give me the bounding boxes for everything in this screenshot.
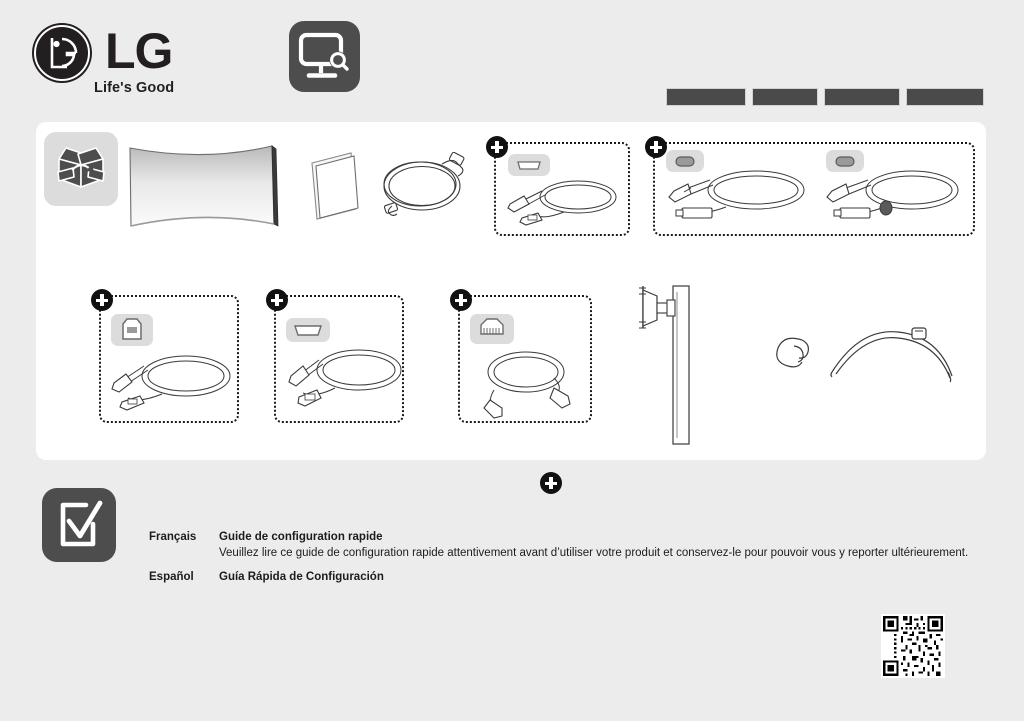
page-header: LG Life's Good [0, 0, 1024, 118]
usb-c-port-icon-a [666, 150, 704, 172]
language-guide-block: Français Guide de configuration rapide V… [149, 531, 989, 587]
usb-c-cable-ferrite-icon-b [824, 166, 974, 232]
cable-holder-clip-icon [768, 330, 820, 376]
hdmi-cable-option-box [494, 142, 630, 236]
language-row-spanish: Español Guía Rápida de Configuración [149, 571, 989, 593]
header-bar-3 [824, 88, 900, 106]
open-box-icon [44, 132, 118, 206]
lan-cable-option-box [458, 295, 592, 423]
stand-side-view-icon [621, 280, 711, 448]
hdmi-port-icon-row2 [286, 318, 330, 342]
guide-title-french: Guide de configuration rapide [219, 531, 383, 543]
language-name-spanish: Español [149, 571, 194, 583]
plus-badge-hdmi-row1 [486, 136, 508, 158]
lg-circle-logo-icon [31, 22, 93, 84]
usb-c-cable-icon-a [664, 166, 824, 232]
lg-wordmark: LG [105, 23, 173, 79]
header-bar-1 [666, 88, 746, 106]
usb-c-cables-option-box [653, 142, 975, 236]
header-bar-4 [906, 88, 984, 106]
header-bar-2 [752, 88, 818, 106]
plus-badge-hdmi-row2 [266, 289, 288, 311]
plus-badge-usbb [91, 289, 113, 311]
plus-badge-usbc-row1 [645, 136, 667, 158]
usb-b-port-icon [111, 314, 153, 346]
package-contents-panel [36, 122, 986, 460]
qr-code [881, 614, 945, 678]
hdmi-port-icon [508, 154, 550, 176]
ethernet-cable-icon [468, 344, 590, 422]
printed-manual-icon [304, 147, 364, 227]
usb-b-cable-option-box [99, 295, 239, 423]
cable-tie-strap-icon [826, 322, 962, 384]
checkbox-check-icon [42, 488, 116, 562]
plus-badge-lan [450, 289, 472, 311]
rj45-port-icon [470, 314, 514, 344]
language-name-french: Français [149, 531, 197, 543]
lg-logo: LG Life's Good [31, 22, 201, 100]
language-row-french: Français Guide de configuration rapide V… [149, 531, 989, 565]
guide-description-french: Veuillez lire ce guide de configuration … [219, 547, 969, 559]
guide-title-spanish: Guía Rápida de Configuración [219, 571, 384, 583]
hdmi-cable-icon-row1 [502, 174, 626, 230]
usb-c-port-icon-b [826, 150, 864, 172]
monitor-search-icon [289, 21, 360, 92]
hdmi-cable-icon-row2 [279, 340, 409, 420]
hdmi-cable-option-box-row2 [274, 295, 404, 423]
power-cord-coiled-icon [376, 148, 472, 220]
plus-badge-separator [540, 472, 562, 494]
lg-tagline: Life's Good [94, 80, 175, 96]
usb-b-cable-icon [104, 344, 240, 420]
curved-ultrawide-monitor-icon [124, 140, 284, 236]
